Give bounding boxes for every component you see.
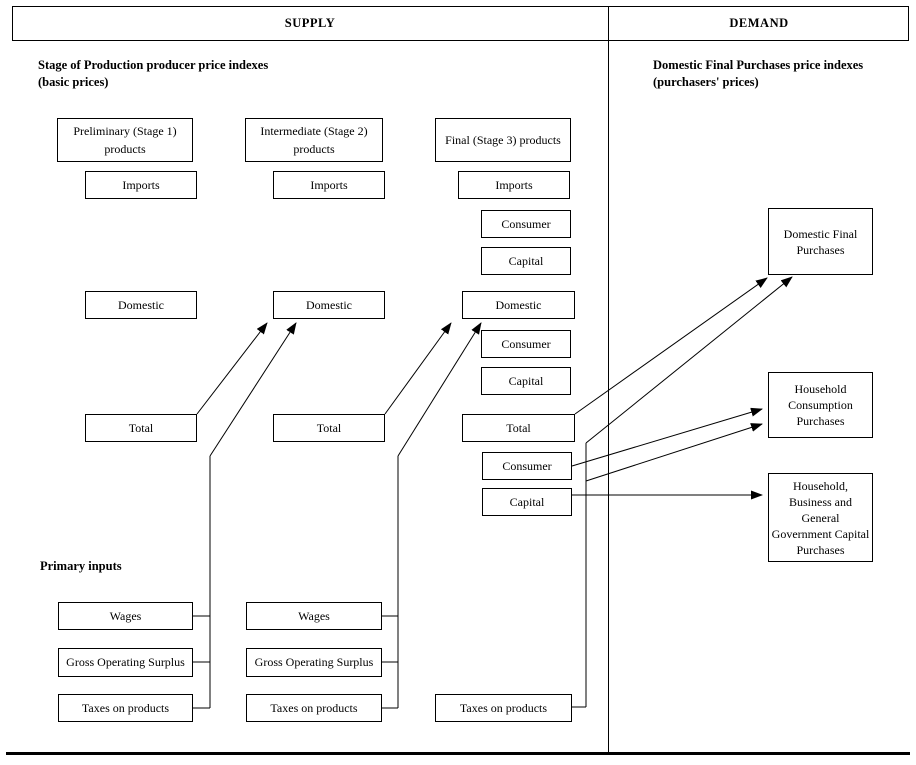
stage3-domestic-capital-box: Capital — [481, 367, 571, 395]
stage1-total-box: Total — [85, 414, 197, 442]
stage1-domestic-box: Domestic — [85, 291, 197, 319]
stage1-gross-operating-surplus-box: Gross Operating Surplus — [58, 648, 193, 677]
demand-heading: Domestic Final Purchases price indexes (… — [653, 57, 863, 91]
domestic-final-purchases-box: Domestic Final Purchases — [768, 208, 873, 275]
demand-column-header: DEMAND — [729, 16, 789, 30]
primary-inputs-heading: Primary inputs — [40, 559, 122, 573]
stage3-total-capital-box: Capital — [482, 488, 572, 516]
stage3-products-box: Final (Stage 3) products — [435, 118, 571, 162]
stage2-total-box: Total — [273, 414, 385, 442]
stage3-domestic-box: Domestic — [462, 291, 575, 319]
demand-heading-line1: Domestic Final Purchases price indexes — [653, 58, 864, 72]
demand-heading-line2: (purchasers' prices) — [653, 75, 759, 89]
stage1-imports-box: Imports — [85, 171, 197, 199]
stage3-imports-capital-box: Capital — [481, 247, 571, 275]
stage2-gross-operating-surplus-box: Gross Operating Surplus — [246, 648, 382, 677]
stage3-total-consumer-box: Consumer — [482, 452, 572, 480]
supply-demand-divider — [608, 6, 609, 753]
stage2-imports-box: Imports — [273, 171, 385, 199]
stage1-products-box: Preliminary (Stage 1) products — [57, 118, 193, 162]
stage3-imports-box: Imports — [458, 171, 570, 199]
household-business-government-capital-purchases-box: Household, Business and General Governme… — [768, 473, 873, 562]
stage2-taxes-on-products-box: Taxes on products — [246, 694, 382, 722]
supply-column-header: SUPPLY — [284, 16, 336, 30]
stage3-total-box: Total — [462, 414, 575, 442]
stage2-wages-box: Wages — [246, 602, 382, 630]
stage1-taxes-on-products-box: Taxes on products — [58, 694, 193, 722]
household-consumption-purchases-box: Household Consumption Purchases — [768, 372, 873, 438]
supply-heading-line2: (basic prices) — [38, 75, 109, 89]
bottom-border — [6, 752, 910, 755]
supply-heading: Stage of Production producer price index… — [38, 57, 268, 91]
stage3-imports-consumer-box: Consumer — [481, 210, 571, 238]
stage2-domestic-box: Domestic — [273, 291, 385, 319]
stage3-domestic-consumer-box: Consumer — [481, 330, 571, 358]
stage3-taxes-on-products-box: Taxes on products — [435, 694, 572, 722]
header-band — [12, 6, 909, 41]
supply-heading-line1: Stage of Production producer price index… — [38, 58, 269, 72]
stage1-wages-box: Wages — [58, 602, 193, 630]
stage2-products-box: Intermediate (Stage 2) products — [245, 118, 383, 162]
